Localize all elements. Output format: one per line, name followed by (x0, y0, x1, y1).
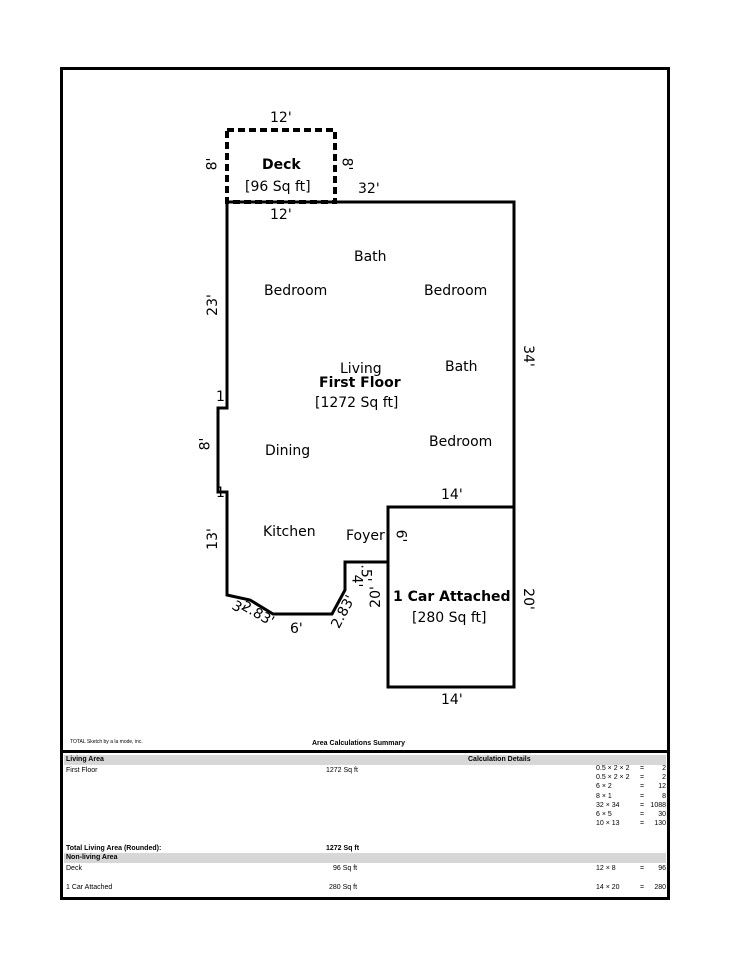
garage-calc-row: 14 × 20 = 280 (596, 884, 666, 893)
floor-dim-left-middle: 8' (197, 437, 214, 451)
room-dining: Dining (265, 443, 311, 459)
calc-row: 8 × 1 = 8 (596, 793, 666, 802)
deck-dim-bottom: 12' (270, 207, 292, 223)
garage-dim-right: 20' (519, 588, 536, 610)
calc-eq: = (640, 792, 645, 800)
non-living-header: Non-living Area (66, 854, 118, 861)
calc-eq: = (640, 774, 645, 782)
calc-val: 2 (662, 765, 666, 772)
calc-eq: = (640, 884, 645, 891)
floor-dim-left-upper: 23' (204, 294, 221, 316)
calc-row: 0.5 × 2 × 2 = 2 (596, 774, 666, 783)
floor-dim-left-lower: 13' (204, 528, 221, 550)
calc-val: 30 (658, 811, 666, 818)
calc-expr: 14 × 20 (596, 884, 620, 891)
calc-details-header: Calculation Details (468, 756, 531, 763)
garage-dim-notch: 6' (392, 529, 409, 543)
calc-row: 10 × 13 = 130 (596, 820, 666, 829)
summary-title: Area Calculations Summary (312, 740, 405, 747)
room-foyer: Foyer (346, 528, 385, 544)
calc-val: 280 (654, 884, 666, 891)
deck-dim-top: 12' (270, 110, 292, 126)
calc-val: 130 (654, 820, 666, 828)
calc-expr: 10 × 13 (596, 820, 620, 828)
calc-eq: = (640, 765, 645, 772)
deck-row-value: 96 Sq ft (333, 865, 358, 872)
calc-val: 8 (662, 792, 666, 800)
deck-label: Deck (262, 157, 301, 173)
floor-dim-jog-bottom: 1 (216, 485, 225, 501)
sketch-credit: TOTAL Sketch by a la mode, inc. (70, 739, 143, 745)
living-area-header: Living Area (66, 756, 104, 763)
calc-expr: 6 × 5 (596, 811, 612, 818)
first-floor-row-label: First Floor (66, 767, 98, 774)
bay-dim-bottom: 6' (290, 621, 303, 637)
calc-eq: = (640, 811, 645, 818)
calc-row: 0.5 × 2 × 2 = 2 (596, 765, 666, 774)
calc-expr: 0.5 × 2 × 2 (596, 765, 630, 772)
calc-row: 32 × 34 = 1088 (596, 802, 666, 811)
total-living-value: 1272 Sq ft (326, 845, 360, 852)
living-area-band (64, 755, 666, 765)
calc-eq: = (640, 783, 645, 791)
garage-area: [280 Sq ft] (412, 610, 487, 626)
deck-calc-row: 12 × 8 = 96 (596, 865, 666, 874)
calc-expr: 0.5 × 2 × 2 (596, 774, 630, 782)
room-bath-1: Bath (354, 249, 387, 265)
room-bath-2: Bath (445, 359, 478, 375)
calc-expr: 8 × 1 (596, 792, 612, 800)
calc-expr: 32 × 34 (596, 801, 620, 809)
calc-eq: = (640, 865, 645, 872)
floor-dim-jog-top: 1 (216, 389, 225, 405)
deck-area: [96 Sq ft] (245, 179, 311, 195)
calc-eq: = (640, 820, 645, 828)
garage-label: 1 Car Attached (393, 589, 511, 605)
non-living-band (64, 853, 666, 863)
first-floor-area: [1272 Sq ft] (315, 395, 399, 411)
sketch-frame (60, 67, 670, 900)
garage-row-label: 1 Car Attached (66, 884, 113, 891)
calc-val: 96 (658, 865, 666, 872)
floor-dim-right: 34' (519, 345, 536, 367)
garage-dim-wall: 20' (367, 586, 384, 608)
first-floor-row-value: 1272 Sq ft (326, 767, 358, 774)
garage-row-value: 280 Sq ft (329, 884, 358, 891)
garage-dim-bottom: 14' (441, 692, 463, 708)
garage-outline (386, 505, 516, 689)
first-floor-label: First Floor (319, 375, 401, 391)
deck-dim-right: 8' (338, 157, 355, 171)
summary-divider (60, 750, 670, 753)
calc-val: 12 (658, 783, 666, 791)
garage-dim-top: 14' (441, 487, 463, 503)
deck-dim-left: 8' (204, 157, 221, 171)
calc-expr: 12 × 8 (596, 865, 616, 872)
room-bedroom-2: Bedroom (424, 283, 488, 299)
deck-row-label: Deck (66, 865, 82, 872)
calc-row: 6 × 2 = 12 (596, 783, 666, 792)
room-bedroom-3: Bedroom (429, 434, 493, 450)
calc-val: 2 (662, 774, 666, 782)
floor-dim-top: 32' (358, 181, 380, 197)
calc-expr: 6 × 2 (596, 783, 612, 791)
total-living-label: Total Living Area (Rounded): (66, 845, 162, 852)
calc-val: 1088 (650, 801, 666, 809)
calc-eq: = (640, 801, 645, 809)
room-living: Living (340, 361, 382, 377)
calc-row: 6 × 5 = 30 (596, 811, 666, 820)
room-kitchen: Kitchen (263, 524, 316, 540)
foyer-dim-notch-side: 4' (348, 574, 365, 588)
room-bedroom-1: Bedroom (264, 283, 328, 299)
